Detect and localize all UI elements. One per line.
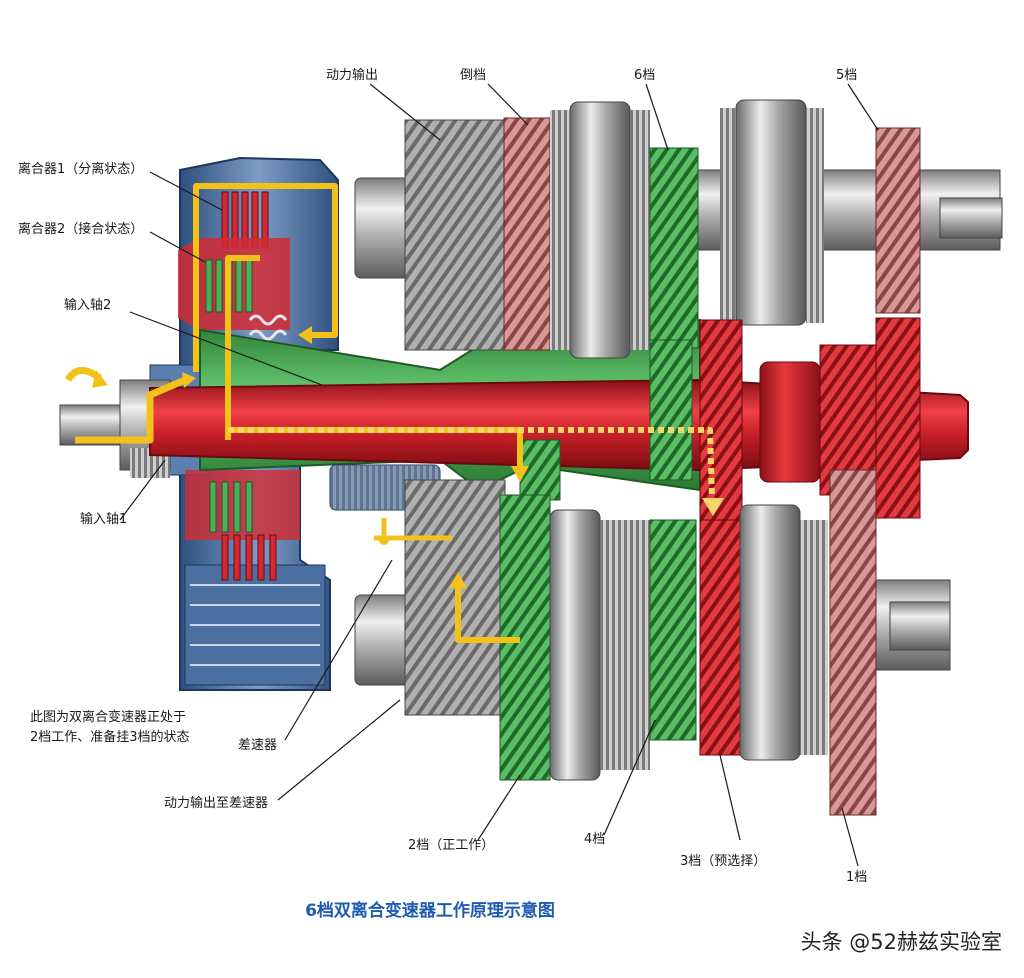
synchro-upper-2: [720, 99, 824, 326]
green-drive-gears: [519, 339, 693, 501]
gear-4: [649, 519, 697, 741]
synchro-upper-1: [550, 101, 650, 359]
gear-reverse: [503, 117, 551, 351]
gear-1: [829, 469, 877, 816]
label-gear3: 3档（预选择）: [680, 854, 767, 869]
label-differential: 差速器: [238, 738, 278, 753]
label-gear1: 1档: [846, 870, 868, 885]
label-clutch2: 离合器2（接合状态）: [18, 222, 144, 237]
gear-6: [649, 147, 699, 349]
label-input-shaft1: 输入轴1: [80, 512, 128, 527]
red-drive-gears: [699, 317, 921, 521]
power-flow: [64, 183, 724, 643]
synchro-lower-2: [739, 504, 828, 761]
synchro-lower-1: [549, 509, 650, 781]
label-power-output: 动力输出: [326, 68, 379, 83]
label-gear2: 2档（正工作）: [408, 838, 495, 853]
gear-3: [699, 519, 741, 756]
label-gear5: 5档: [836, 68, 858, 83]
gear-5: [875, 127, 921, 314]
label-input-shaft2: 输入轴2: [64, 298, 112, 313]
gear-power-output: [404, 119, 506, 351]
watermark: 头条 @52赫兹实验室: [800, 930, 1002, 954]
leader-lines: [119, 83, 879, 867]
state-note: 此图为双离合变速器正处于2档工作、准备挂3档的状态: [30, 710, 190, 745]
label-reverse-gear: 倒档: [460, 68, 487, 83]
label-output-to-differential: 动力输出至差速器: [164, 796, 269, 811]
diagram-caption: 6档双离合变速器工作原理示意图: [305, 901, 555, 921]
label-gear6: 6档: [634, 68, 656, 83]
label-clutch1: 离合器1（分离状态）: [18, 162, 144, 177]
clutch2-plates: [178, 238, 290, 341]
clutch-lower: [185, 470, 300, 581]
label-gear4: 4档: [584, 832, 606, 847]
